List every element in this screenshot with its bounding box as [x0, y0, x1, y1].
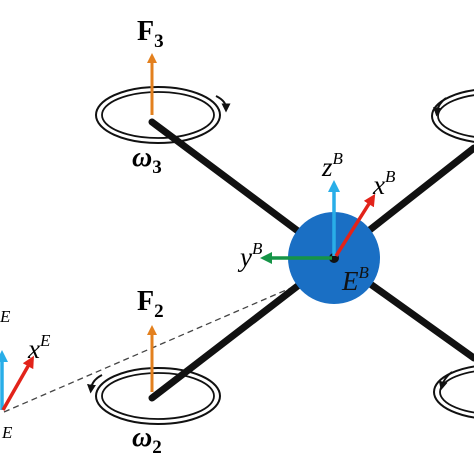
- body-y-label: yB: [237, 239, 263, 272]
- thrust-2-label: F2: [137, 286, 164, 322]
- body-x-axis-arrow: [334, 193, 376, 257]
- earth-x-axis-arrow: [1, 355, 34, 411]
- rotor-1: [431, 89, 474, 143]
- rotor-4: [433, 365, 474, 419]
- rotor-3: [95, 53, 231, 144]
- earth-origin-sub-label: E: [1, 423, 13, 442]
- earth-x-label: xE: [27, 331, 51, 364]
- omega-3-label: ω3: [132, 142, 162, 178]
- rotor-2-outer-ring: [95, 367, 221, 425]
- thrust-3-label: F3: [137, 16, 164, 52]
- body-origin-label: EB: [341, 263, 370, 296]
- rotor-2-inner-ring: [101, 372, 215, 420]
- earth-z-sup-label: E: [0, 307, 11, 326]
- rotor-4-outer-ring: [433, 365, 474, 419]
- body-z-label: zB: [321, 149, 344, 182]
- rotor-4-rotation-icon: [438, 371, 453, 391]
- rotor-4-inner-ring: [439, 370, 474, 414]
- rotor-3-rotation-icon: [215, 95, 231, 113]
- omega-2-label: ω2: [132, 422, 162, 458]
- rotor-3-inner-ring: [101, 91, 215, 139]
- rotor-3-outer-ring: [95, 86, 221, 144]
- rotor-2: [87, 325, 221, 425]
- body-x-label: xB: [372, 167, 396, 200]
- rotor-1-rotation-icon: [433, 97, 447, 117]
- rotor-2-rotation-icon: [87, 374, 103, 394]
- rotor-1-outer-ring: [431, 89, 474, 143]
